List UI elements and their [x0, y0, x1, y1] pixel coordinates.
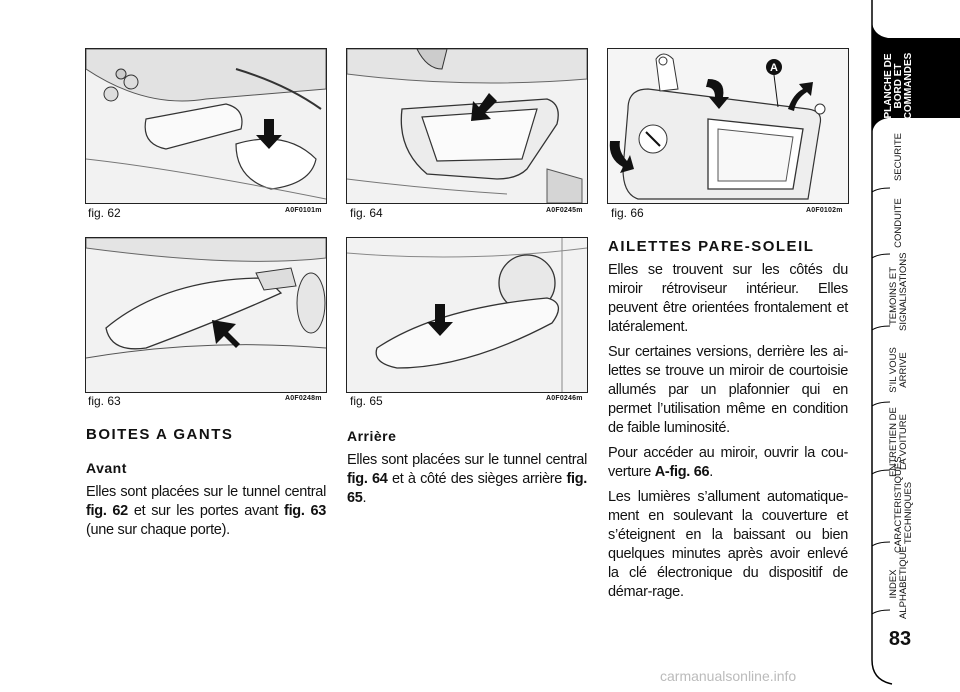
- figure-66: A: [607, 48, 849, 204]
- text: et à côté des sièges arrière: [387, 471, 567, 487]
- paragraph-3: Pour accéder au miroir, ouvrir la cou-ve…: [608, 444, 848, 482]
- text: .: [709, 464, 714, 480]
- paragraph-avant: Elles sont placées sur le tunnel central…: [86, 483, 326, 540]
- figure-64-code: A0F0245m: [546, 207, 583, 214]
- figure-ref: fig. 65: [347, 471, 587, 506]
- heading-boites-a-gants: BOITES A GANTS: [86, 426, 234, 443]
- figure-66-code: A0F0102m: [806, 207, 843, 214]
- tab-planche-de-bord[interactable]: PLANCHE DE BORD ET COMMANDES: [883, 52, 914, 120]
- figure-64-caption: fig. 64: [350, 206, 383, 220]
- tab-index[interactable]: INDEX ALPHABETIQUE: [888, 546, 909, 619]
- left-column: BOITES A GANTS Avant Elles sont placées …: [86, 426, 326, 540]
- figure-63-caption: fig. 63: [88, 394, 121, 408]
- text: Pour accéder au miroir, ouvrir la cou-ve…: [608, 445, 848, 480]
- fig66-marker-label: A: [770, 62, 778, 74]
- figure-ref: fig. 63: [284, 503, 326, 519]
- figure-ref: fig. 62: [86, 503, 128, 519]
- chapter-sidebar: PLANCHE DE BORD ET COMMANDES SECURITE CO…: [868, 0, 960, 692]
- figure-65-code: A0F0246m: [546, 395, 583, 402]
- paragraph-4: Les lumières s’allument automatique-ment…: [608, 489, 848, 600]
- paragraph-arriere: Elles sont placées sur le tunnel central…: [347, 451, 587, 508]
- subheading-avant: Avant: [86, 460, 127, 476]
- figure-63-code: A0F0248m: [285, 395, 322, 402]
- text: (une sur chaque porte).: [86, 522, 230, 538]
- middle-column: Arrière Elles sont placées sur le tunnel…: [347, 428, 587, 508]
- watermark: carmanualsonline.info: [660, 668, 797, 684]
- figure-62-code: A0F0101m: [285, 207, 322, 214]
- tab-caracteristiques[interactable]: CARACTERISTIQUES TECHNIQUES: [893, 456, 914, 553]
- paragraph-2: Sur certaines versions, derrière les ai-…: [608, 344, 848, 436]
- right-column: AILETTES PARE-SOLEIL Elles se trouvent s…: [608, 238, 848, 602]
- figure-65-caption: fig. 65: [350, 394, 383, 408]
- figure-66-caption: fig. 66: [611, 206, 644, 220]
- figure-65: [346, 237, 588, 393]
- tab-temoins[interactable]: TEMOINS ET SIGNALISATIONS: [888, 252, 909, 331]
- tab-sil-vous-arrive[interactable]: S’IL VOUS ARRIVE: [888, 347, 909, 393]
- heading-ailettes-pare-soleil: AILETTES PARE-SOLEIL: [608, 238, 815, 255]
- figure-63: [85, 237, 327, 393]
- text: .: [362, 490, 367, 506]
- subheading-arriere: Arrière: [347, 428, 397, 444]
- paragraph-1: Elles se trouvent sur les côtés du miroi…: [608, 262, 848, 335]
- figure-62: [85, 48, 327, 204]
- text: Elles sont placées sur le tunnel central: [347, 452, 587, 468]
- figure-ref: fig. 64: [347, 471, 388, 487]
- tab-securite[interactable]: SECURITE: [893, 132, 904, 182]
- figure-62-caption: fig. 62: [88, 206, 121, 220]
- figure-64: [346, 48, 588, 204]
- page-number: 83: [888, 628, 912, 650]
- figure-ref: A-fig. 66: [654, 464, 710, 480]
- text: et sur les portes avant: [127, 503, 285, 519]
- text: Elles sont placées sur le tunnel central: [86, 484, 326, 500]
- tab-conduite[interactable]: CONDUITE: [893, 198, 904, 248]
